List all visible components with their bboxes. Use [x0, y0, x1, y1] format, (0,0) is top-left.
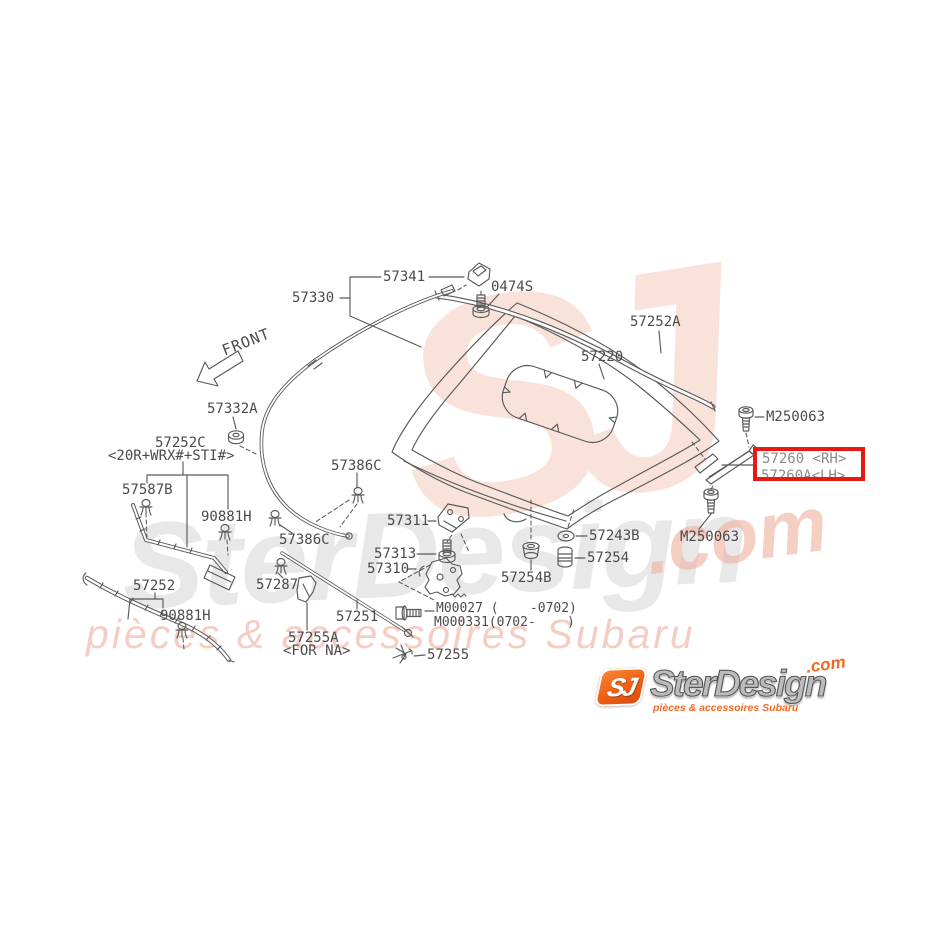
sterdesign-logo[interactable]: SJ SterDesign .com pièces & accessoires … [593, 652, 881, 728]
part-label: 57252A [630, 314, 681, 330]
part-label: 57386C [279, 532, 330, 548]
highlight-box[interactable] [753, 447, 865, 481]
logo-brand-text: SterDesign [649, 663, 827, 704]
part-label: 57255 [427, 647, 470, 663]
part-label: 90881H [201, 509, 252, 525]
part-label: <20R+WRX#+STI#> [108, 448, 235, 464]
part-label: 0474S [491, 279, 534, 295]
part-label: M000331(0702- ) [434, 615, 575, 630]
part-label: 57313 [374, 546, 417, 562]
part-label: M250063 [680, 529, 740, 545]
part-label: 57251 [336, 609, 379, 625]
logo-tld-text: .com [804, 652, 847, 677]
part-label: 57310 [367, 561, 410, 577]
part-label: 90881H [160, 608, 211, 624]
part-label: M250063 [766, 409, 826, 425]
part-label: 57332A [207, 401, 258, 417]
part-label: 57330 [292, 290, 335, 306]
part-label: 57220 [581, 349, 624, 365]
logo-monogram-text: SJ [604, 671, 638, 702]
part-label: 57587B [122, 482, 173, 498]
part-label: 57386C [331, 458, 382, 474]
part-label: 57341 [383, 269, 426, 285]
part-label: 57252C [155, 435, 206, 451]
part-label: 57252 [133, 578, 176, 594]
part-label: 57260 <RH> [762, 451, 847, 467]
part-label: 57311 [387, 513, 430, 529]
part-label: 57243B [589, 528, 640, 544]
part-label: 57255A [288, 630, 339, 646]
part-label: 57287 [256, 577, 299, 593]
logo-monogram-icon: SJ [593, 667, 649, 707]
part-label: 57254B [501, 570, 552, 586]
part-label: <FOR NA> [283, 643, 351, 659]
part-label: M00027 ( -0702) [436, 601, 577, 616]
logo-tagline-text: pièces & accessoires Subaru [653, 702, 799, 714]
part-label: 57254 [587, 550, 630, 566]
